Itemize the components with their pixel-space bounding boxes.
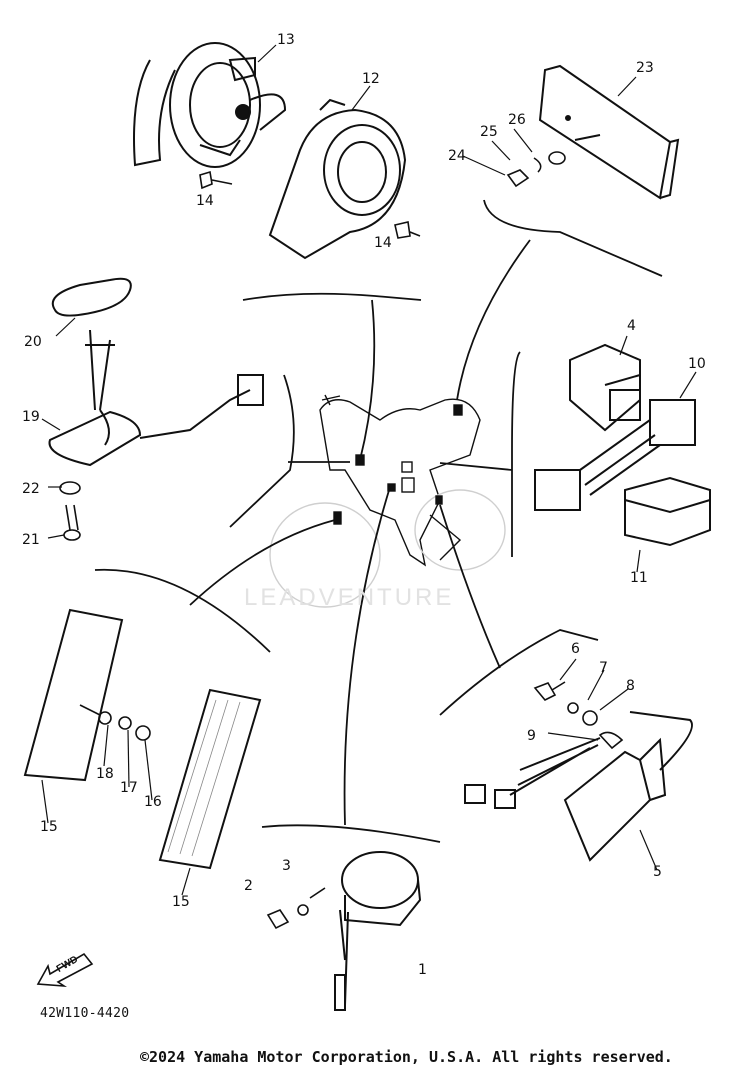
callout-26: 26 [508, 112, 526, 128]
relay-4 [569, 343, 641, 432]
callout-12: 12 [362, 71, 380, 87]
callout-5: 5 [653, 864, 662, 880]
callout-labels: 13 12 14 14 23 25 26 24 20 19 22 21 4 10… [22, 32, 706, 978]
bolts-14 [199, 170, 421, 239]
nut-2-washer-3 [266, 887, 326, 930]
copyright-notice: ©2024 Yamaha Motor Corporation, U.S.A. A… [140, 1048, 673, 1066]
reflector-15-left [23, 608, 124, 782]
callout-15-b: 15 [172, 894, 190, 910]
callout-6: 6 [571, 641, 580, 657]
reflector-15-right [158, 688, 262, 870]
callout-14-a: 14 [196, 193, 214, 209]
callout-leaders [41, 44, 697, 896]
hardware-24-25-26 [506, 151, 566, 188]
callout-20: 20 [24, 334, 42, 350]
callout-25: 25 [480, 124, 498, 140]
callout-16: 16 [144, 794, 162, 810]
part-code: 42W110-4420 [40, 1006, 130, 1021]
callout-17: 17 [120, 780, 138, 796]
callout-4: 4 [627, 318, 636, 334]
horn-12 [268, 98, 407, 260]
flasher-1 [334, 851, 422, 1011]
callout-15-a: 15 [40, 819, 58, 835]
leader-lines [94, 199, 663, 843]
callout-19: 19 [22, 409, 40, 425]
callout-1: 1 [418, 962, 427, 978]
parts-diagram: 13 12 14 14 23 25 26 24 20 19 22 21 4 10… [22, 32, 711, 1011]
watermark-text: LEADVENTURE [244, 584, 455, 611]
callout-13: 13 [277, 32, 295, 48]
callout-7: 7 [599, 660, 608, 676]
callout-2: 2 [244, 878, 253, 894]
screw-21-nut-22 [59, 481, 81, 541]
callout-18: 18 [96, 766, 114, 782]
cdi-unit-5 [464, 711, 693, 862]
fwd-arrow-icon [36, 952, 94, 988]
callout-11: 11 [630, 570, 648, 586]
hardware-6-9 [533, 681, 624, 750]
callout-9: 9 [527, 728, 536, 744]
horn-13 [133, 42, 287, 168]
callout-14-b: 14 [374, 235, 392, 251]
motorcycle-frame [269, 394, 506, 608]
regulator-11 [624, 476, 711, 547]
fuel-sender-19 [48, 329, 264, 467]
callout-24: 24 [448, 148, 466, 164]
callout-8: 8 [626, 678, 635, 694]
gasket-20 [51, 277, 132, 317]
reflector-23 [538, 64, 680, 200]
fwd-arrow: FWD [36, 948, 96, 988]
connector-10 [534, 399, 696, 511]
callout-22: 22 [22, 481, 40, 497]
callout-3: 3 [282, 858, 291, 874]
callout-21: 21 [22, 532, 40, 548]
callout-10: 10 [688, 356, 706, 372]
callout-23: 23 [636, 60, 654, 76]
hardware-16-18 [79, 704, 151, 741]
